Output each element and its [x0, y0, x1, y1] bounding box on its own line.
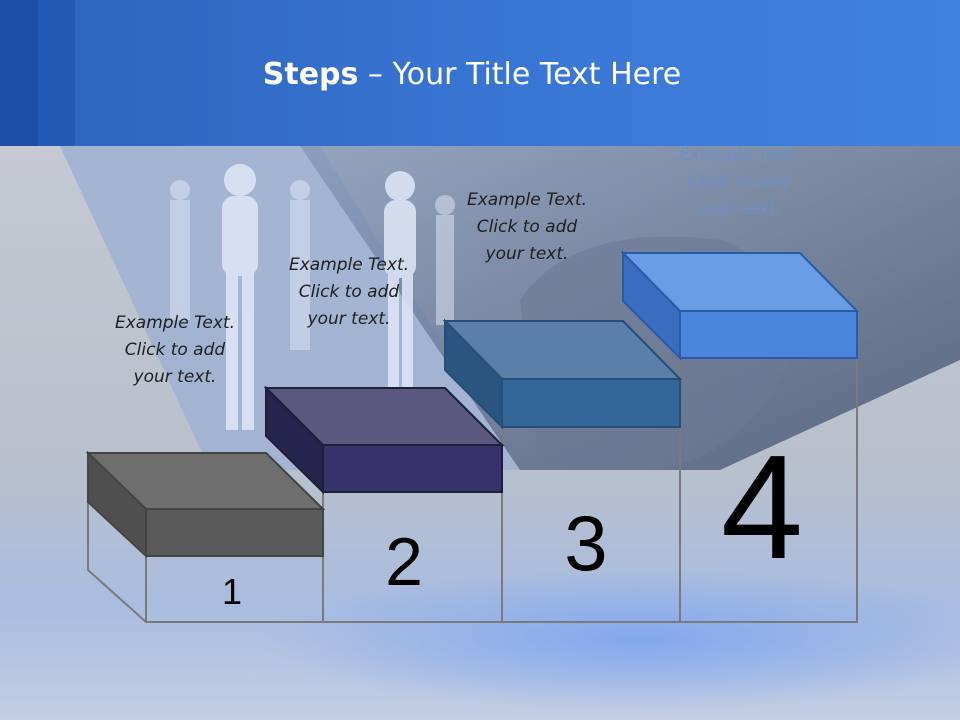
step-3-block[interactable]	[442, 318, 683, 430]
caption-line: Example Text.	[288, 255, 410, 275]
caption-line: Example Text.	[466, 190, 588, 210]
step-1-number: 1	[222, 571, 242, 612]
step-1-caption[interactable]: Example Text. Click to add your text.	[90, 310, 260, 391]
caption-line: Click to add	[298, 282, 400, 302]
step-2-caption[interactable]: Example Text. Click to add your text.	[264, 252, 434, 333]
title-bar	[0, 0, 960, 146]
step-4-block[interactable]	[620, 250, 860, 361]
step-1-block[interactable]	[85, 450, 326, 559]
step-3-number: 3	[564, 499, 607, 587]
step-4-number: 4	[721, 425, 803, 590]
title-text: – Your Title Text Here	[358, 57, 682, 92]
caption-line: Click to add	[124, 340, 226, 360]
caption-line: your text.	[133, 367, 217, 387]
title-bold: Steps	[262, 57, 359, 92]
caption-line: Example Text.	[678, 145, 800, 165]
slide-title[interactable]: Steps – Your Title Text Here	[0, 57, 944, 92]
caption-line: your text.	[697, 199, 781, 219]
step-2-number: 2	[385, 524, 423, 600]
step-3-caption[interactable]: Example Text. Click to add your text.	[442, 187, 612, 268]
step-2-block[interactable]	[263, 385, 505, 495]
caption-line: Example Text.	[114, 313, 236, 333]
caption-line: your text.	[485, 244, 569, 264]
header-accent-stripe	[38, 0, 75, 146]
caption-line: Click to add	[688, 172, 790, 192]
caption-line: Click to add	[476, 217, 578, 237]
caption-line: your text.	[307, 309, 391, 329]
step-4-caption[interactable]: Example Text. Click to add your text.	[654, 142, 824, 223]
header-accent-stripe	[0, 0, 38, 146]
